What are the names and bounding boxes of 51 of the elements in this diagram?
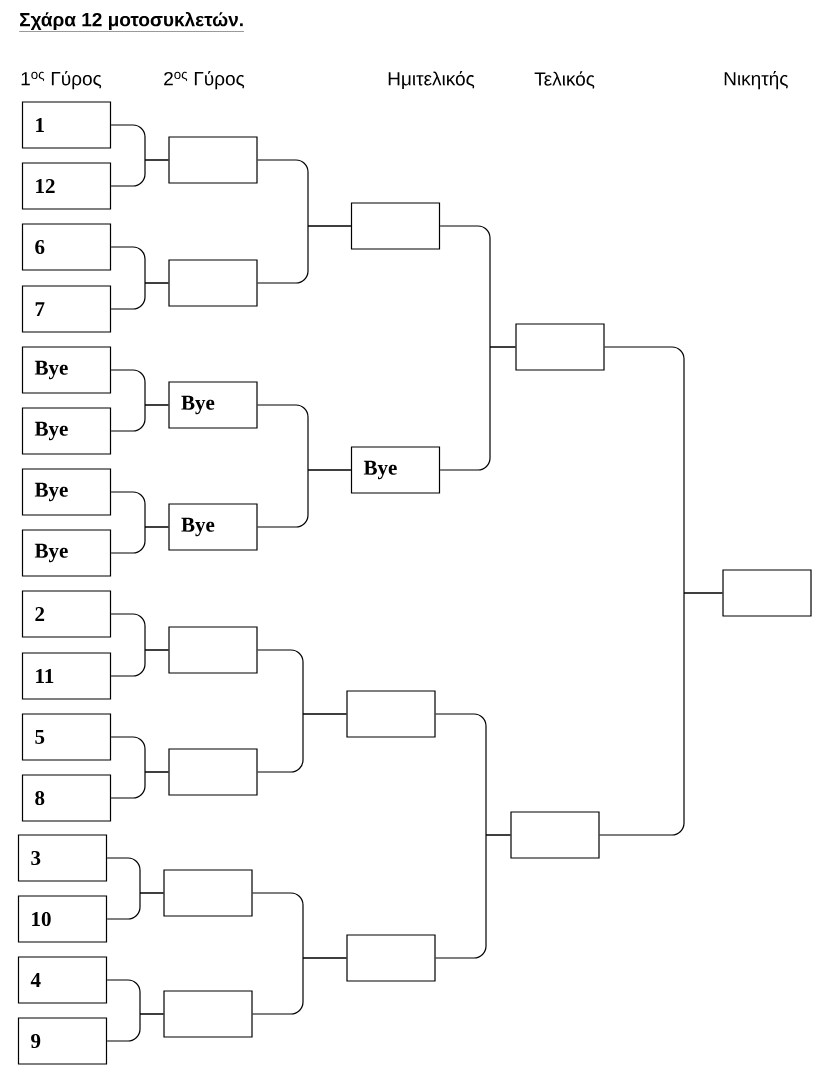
bracket-line <box>110 159 169 187</box>
bracket-line <box>439 346 516 471</box>
empty-box <box>346 934 436 982</box>
entry-box: 8 <box>21 774 112 822</box>
bracket-line <box>252 957 347 1015</box>
column-heading: 2$^{ος}$ Γύρος <box>164 70 245 90</box>
bracket-line <box>106 892 164 920</box>
bracket-line <box>110 771 169 799</box>
bracket-line <box>257 225 352 284</box>
empty-box <box>350 202 441 250</box>
empty-box <box>346 690 436 738</box>
entry-box: Bye <box>21 529 112 577</box>
empty-box <box>168 626 258 674</box>
empty-box <box>163 990 253 1038</box>
empty-box <box>168 136 258 184</box>
title: Σχάρα 12 μοτοσυκλετών. <box>19 11 245 32</box>
bracket-line <box>599 592 723 836</box>
entry-box: 4 <box>17 956 108 1004</box>
bracket-line <box>110 649 169 677</box>
entry-box: 2 <box>21 590 112 638</box>
entry-box: Bye <box>168 381 258 429</box>
entry-box: 10 <box>17 895 108 943</box>
bracket-line <box>110 404 169 432</box>
empty-box <box>722 569 812 617</box>
entry-box: Bye <box>168 503 258 551</box>
bracket-line <box>257 713 347 773</box>
entry-box: 9 <box>17 1017 108 1065</box>
empty-box <box>168 259 258 307</box>
bracket-line <box>257 469 352 528</box>
entry-box: 6 <box>21 223 112 271</box>
column-heading: Τελικός <box>534 71 595 89</box>
empty-box <box>515 323 605 371</box>
entry-box: Bye <box>21 346 112 394</box>
entry-box: 7 <box>21 285 112 333</box>
column-heading: Νικητής <box>724 70 788 90</box>
entry-box: 12 <box>21 162 112 210</box>
bracket-line <box>106 1013 164 1042</box>
empty-box <box>163 869 253 917</box>
entry-box: 5 <box>21 713 112 761</box>
entry-box: 1 <box>21 101 112 149</box>
bracket-line <box>110 282 169 310</box>
entry-box: Bye <box>21 407 112 455</box>
entry-box: Bye <box>21 468 112 516</box>
bracket-line <box>435 834 511 959</box>
column-heading: Ημιτελικός <box>388 71 475 89</box>
empty-box <box>168 748 258 796</box>
entry-box: 3 <box>17 834 108 882</box>
entry-box: 11 <box>21 652 112 700</box>
bracket-line <box>110 526 169 554</box>
entry-box: Bye <box>350 446 441 494</box>
empty-box <box>510 811 600 859</box>
